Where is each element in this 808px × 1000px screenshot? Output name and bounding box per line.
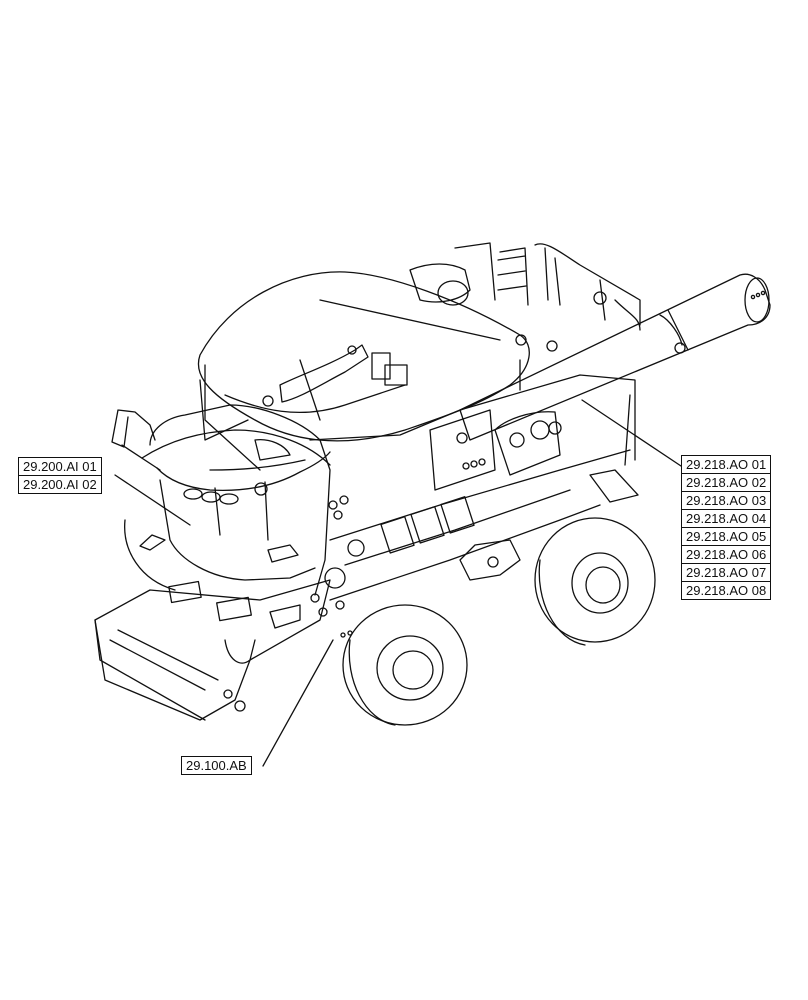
- leader-bottom: [262, 639, 334, 767]
- auger-spout: [744, 277, 770, 323]
- rear-wheel-tire: [534, 517, 656, 643]
- cab-frame: [149, 404, 331, 596]
- callout-label[interactable]: 29.218.AO 07: [682, 563, 771, 581]
- ladder: [454, 242, 529, 306]
- mirror-arm: [111, 409, 156, 448]
- feeder-house: [94, 579, 331, 721]
- leader-right: [581, 399, 682, 467]
- callout-label[interactable]: 29.100.AB: [186, 758, 247, 773]
- callout-label[interactable]: 29.218.AO 05: [682, 527, 771, 545]
- callout-label[interactable]: 29.218.AO 01: [686, 457, 767, 472]
- leader-left: [114, 474, 191, 526]
- cab-roof: [141, 429, 331, 466]
- callout-box-left: 29.200.AI 01 29.200.AI 02: [18, 457, 102, 494]
- callout-label[interactable]: 29.218.AO 06: [682, 545, 771, 563]
- unloading-bracket: [279, 344, 369, 403]
- guard-rail: [534, 243, 641, 331]
- front-wheel-tire: [342, 604, 468, 726]
- callout-label[interactable]: 29.218.AO 08: [682, 581, 771, 599]
- callout-label[interactable]: 29.218.AO 04: [682, 509, 771, 527]
- tank-inner: [224, 384, 406, 414]
- main-body: [199, 374, 636, 461]
- side-panel: [429, 409, 496, 491]
- callout-label[interactable]: 29.200.AI 02: [19, 475, 101, 493]
- callout-label[interactable]: 29.218.AO 03: [682, 491, 771, 509]
- callout-box-right: 29.218.AO 01 29.218.AO 02 29.218.AO 03 2…: [681, 455, 772, 600]
- grain-tank-rim: [197, 271, 530, 442]
- callout-box-bottom: 29.100.AB: [181, 756, 252, 775]
- unloading-auger-tube: [459, 273, 771, 441]
- callout-label[interactable]: 29.218.AO 02: [682, 473, 771, 491]
- callout-label[interactable]: 29.200.AI 01: [23, 459, 97, 474]
- grain-tank-divider: [319, 299, 501, 341]
